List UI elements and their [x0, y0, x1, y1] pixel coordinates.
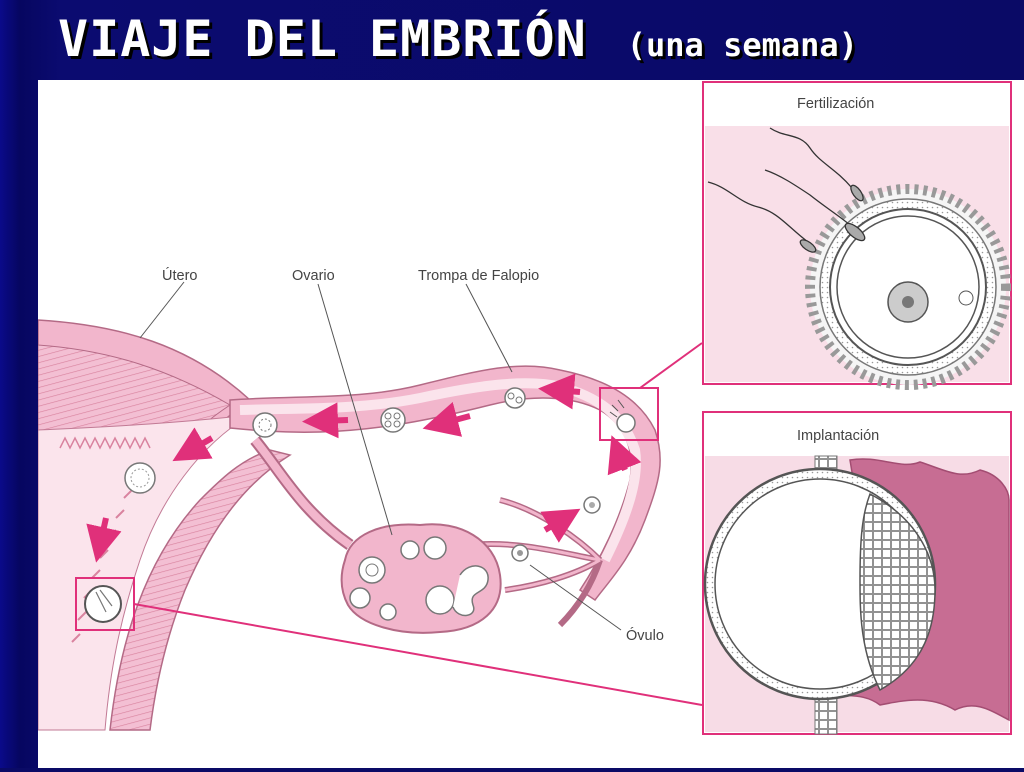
- sperm-cells: [707, 127, 866, 253]
- slide-title: VIAJE DEL EMBRIÓN (una semana): [58, 4, 858, 74]
- fertilization-connector: [639, 342, 703, 389]
- label-trompa: Trompa de Falopio: [418, 268, 539, 284]
- label-ovario: Ovario: [292, 268, 335, 284]
- label-utero: Útero: [162, 267, 197, 284]
- implantation-inset: Implantación: [702, 411, 1012, 735]
- uterus: [37, 319, 292, 731]
- fertilization-title: Fertilización: [797, 96, 874, 112]
- ovary: [340, 523, 502, 634]
- implantation-title: Implantación: [797, 428, 879, 444]
- diagram-area: Útero Ovario Trompa de Falopio Óvulo Fer…: [37, 80, 1024, 768]
- implantation-highlight-box: [75, 577, 135, 631]
- fertilization-highlight-box: [599, 387, 659, 441]
- leader-lines: [139, 281, 622, 631]
- ovulated-egg: [511, 544, 529, 562]
- label-ovulo: Óvulo: [626, 627, 664, 644]
- title-main: VIAJE DEL EMBRIÓN: [58, 10, 587, 68]
- title-subtitle: (una semana): [626, 26, 858, 64]
- fertilization-inset: Fertilización: [702, 81, 1012, 390]
- movement-arrows: [86, 373, 642, 563]
- embryo-journey-diagram: Útero Ovario Trompa de Falopio Óvulo Fer…: [37, 81, 1012, 735]
- implantation-connector: [133, 603, 703, 706]
- embryo-stages: [124, 387, 601, 514]
